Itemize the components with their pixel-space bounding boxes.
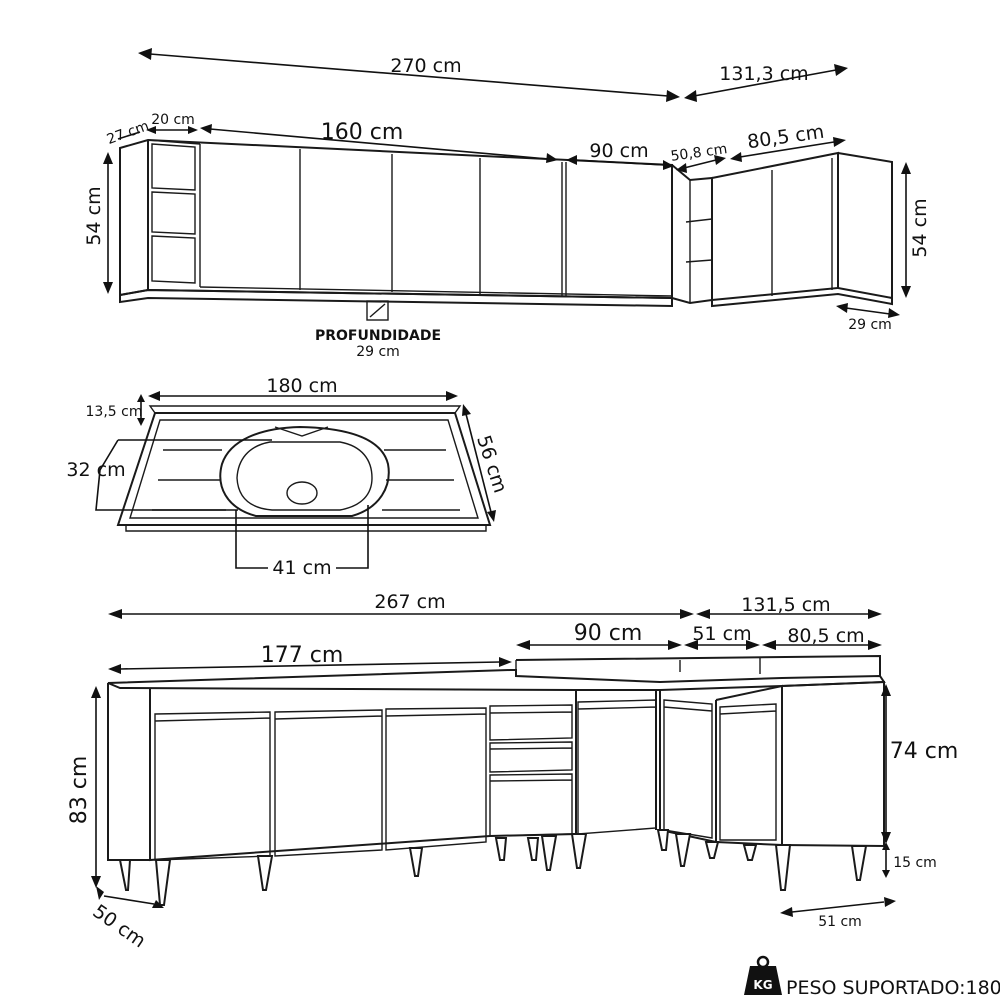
base-height-left-label: 83 cm xyxy=(67,756,92,825)
base-depth-right-label: 51 cm xyxy=(818,914,862,930)
base-dimension-lines xyxy=(91,609,896,917)
base-corner-module-label: 80,5 cm xyxy=(787,625,864,647)
base-total-width-label: 267 cm xyxy=(374,591,445,613)
sink-drawing xyxy=(116,405,492,532)
upper-depth-right-label: 29 cm xyxy=(848,317,892,333)
base-dimension-labels: 267 cm 131,5 cm 177 cm 90 cm 51 cm 80,5 … xyxy=(67,591,958,952)
upper-corner-width-label: 131,3 cm xyxy=(719,63,808,85)
depth-caption-value: 29 cm xyxy=(356,344,400,360)
upper-shelf-width-label: 20 cm xyxy=(151,112,195,128)
depth-caption-label: PROFUNDIDADE xyxy=(315,328,441,344)
base-corner-51-label: 51 cm xyxy=(692,623,751,645)
weight-icon: KG xyxy=(744,955,782,995)
upper-dimension-lines xyxy=(103,48,911,318)
base-cabinets-drawing xyxy=(107,654,886,862)
upper-corner-module-label: 80,5 cm xyxy=(746,121,826,154)
base-corner-width-label: 131,5 cm xyxy=(741,594,830,616)
upper-total-width-label: 270 cm xyxy=(390,55,461,77)
base-leg-height-label: 15 cm xyxy=(893,855,937,871)
sink-back-height-label: 13,5 cm xyxy=(86,404,143,420)
upper-module-90-label: 90 cm xyxy=(589,140,648,162)
upper-shelf-depth-label: 27 cm xyxy=(105,118,151,148)
upper-height-right-label: 54 cm xyxy=(909,198,931,257)
kg-badge-text: KG xyxy=(753,978,772,992)
upper-height-left-label: 54 cm xyxy=(83,186,105,245)
upper-doors-width-label: 160 cm xyxy=(321,120,404,145)
sink-dimension-lines xyxy=(95,391,496,569)
load-capacity-note: KG PESO SUPORTADO:180 KG xyxy=(744,955,1000,999)
upper-cabinets-drawing xyxy=(119,138,893,321)
base-module-90-label: 90 cm xyxy=(574,621,643,646)
upper-dimension-labels: 270 cm 131,3 cm 27 cm 20 cm 160 cm 90 cm… xyxy=(83,55,931,360)
upper-corner-open-label: 50,8 cm xyxy=(670,141,729,165)
base-left-width-label: 177 cm xyxy=(261,643,344,668)
sink-bowl-width-label: 41 cm xyxy=(272,557,331,579)
sink-width-label: 180 cm xyxy=(266,375,337,397)
base-height-right-label: 74 cm xyxy=(890,739,959,764)
sink-bowl-depth-label: 32 cm xyxy=(66,459,125,481)
base-depth-left-label: 50 cm xyxy=(89,900,150,952)
base-legs xyxy=(118,829,868,906)
load-capacity-text: PESO SUPORTADO:180 KG xyxy=(786,977,1000,999)
